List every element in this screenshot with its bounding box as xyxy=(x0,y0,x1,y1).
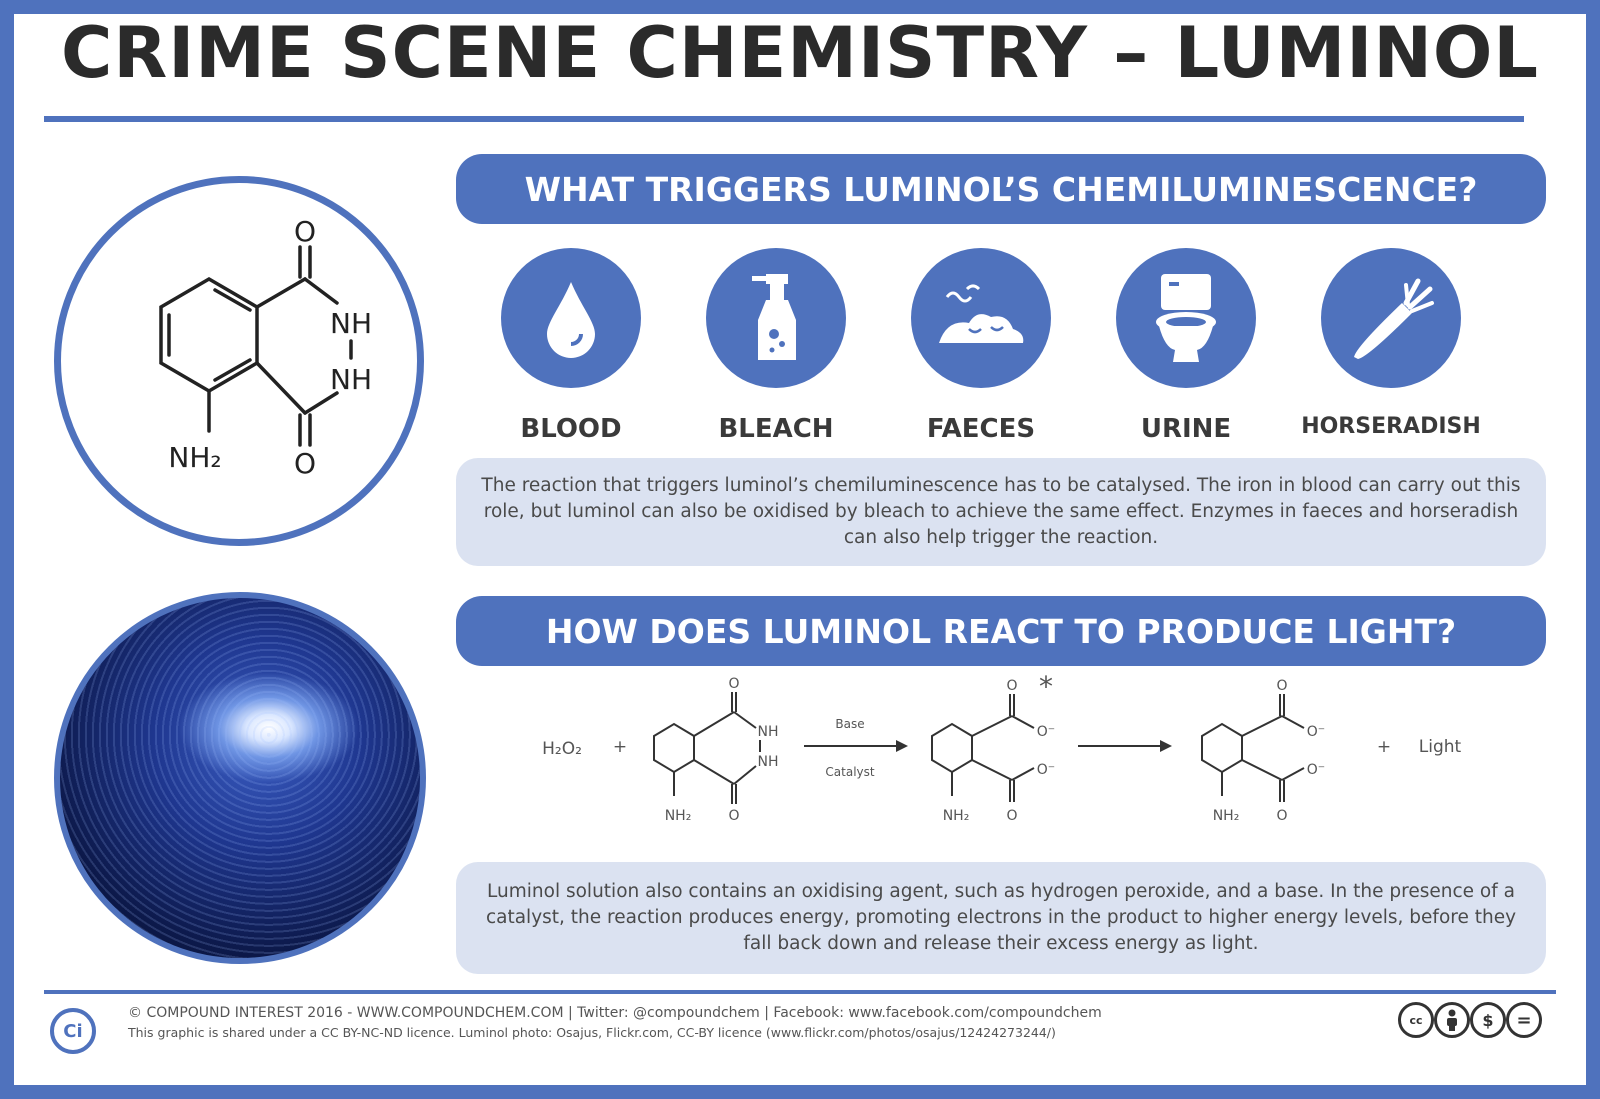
luminol-structure-circle: O NH NH NH₂ O xyxy=(54,176,424,546)
reaction-plus-1: + xyxy=(613,737,627,757)
structure-nh-1: NH xyxy=(330,307,372,340)
by-badge xyxy=(1434,1002,1470,1038)
trigger-label: BLOOD xyxy=(520,414,622,444)
toilet-icon xyxy=(1156,274,1216,362)
photo-sparkle-texture xyxy=(60,598,420,958)
bleach-disc xyxy=(706,248,846,388)
faeces-disc xyxy=(911,248,1051,388)
reaction-arrow-1-head xyxy=(896,740,908,752)
luminol-o-bottom: O xyxy=(728,808,739,824)
footer-divider xyxy=(44,990,1556,994)
structure-nh-2: NH xyxy=(330,363,372,396)
reaction-arrow-2-head xyxy=(1160,740,1172,752)
structure-o-bottom: O xyxy=(294,447,316,480)
page-title: CRIME SCENE CHEMISTRY – LUMINOL xyxy=(60,12,1540,94)
horseradish-disc xyxy=(1321,248,1461,388)
product-nh2: NH₂ xyxy=(1213,808,1240,824)
section-heading-triggers: WHAT TRIGGERS LUMINOL’S CHEMILUMINESCENC… xyxy=(456,154,1546,224)
luminol-o-top: O xyxy=(728,676,739,692)
reaction-h2o2: H₂O₂ xyxy=(542,739,582,759)
luminol-nh-top: NH xyxy=(758,724,779,740)
nd-badge: = xyxy=(1506,1002,1542,1038)
intermediate-o-minus-top: O⁻ xyxy=(1037,724,1055,740)
structure-o-top: O xyxy=(294,215,316,248)
section-heading-reaction: HOW DOES LUMINOL REACT TO PRODUCE LIGHT? xyxy=(456,596,1546,666)
intermediate-nh2: NH₂ xyxy=(943,808,970,824)
nc-badge: $ xyxy=(1470,1002,1506,1038)
trigger-label: URINE xyxy=(1140,414,1232,444)
intermediate-o-bottom: O xyxy=(1006,808,1017,824)
trigger-horseradish: HORSERADISH xyxy=(1286,248,1496,439)
trigger-faeces: FAECES xyxy=(876,248,1086,444)
blood-drop-icon xyxy=(547,282,595,358)
trigger-label: BLEACH xyxy=(718,414,834,444)
by-person-icon xyxy=(1447,1009,1457,1031)
intermediate-o-top: O xyxy=(1006,678,1017,694)
excited-state-star: * xyxy=(1039,670,1053,703)
trigger-blood: BLOOD xyxy=(466,248,676,444)
title-divider xyxy=(44,116,1524,122)
trigger-urine: URINE xyxy=(1081,248,1291,444)
luminol-nh2: NH₂ xyxy=(665,808,692,824)
urine-disc xyxy=(1116,248,1256,388)
trigger-label: FAECES xyxy=(926,414,1036,444)
faeces-icon xyxy=(939,284,1024,343)
product-o-bottom: O xyxy=(1276,808,1287,824)
arrow-label-base: Base xyxy=(835,717,864,731)
logo-text: Ci xyxy=(63,1020,83,1042)
structure-nh2: NH₂ xyxy=(168,441,221,474)
luminol-glow-photo xyxy=(54,592,426,964)
trigger-label: HORSERADISH xyxy=(1301,414,1481,439)
product-o-minus-top: O⁻ xyxy=(1307,724,1325,740)
reaction-scheme-diagram: H₂O₂ + O NH NH NH₂ O Base Catalyst O O⁻ … xyxy=(542,670,1462,824)
footer-credits: © COMPOUND INTEREST 2016 - WWW.COMPOUNDC… xyxy=(128,1004,1102,1042)
reaction-plus-2: + xyxy=(1377,737,1391,757)
reaction-description: Luminol solution also contains an oxidis… xyxy=(456,862,1546,974)
footer-line-2: This graphic is shared under a CC BY-NC-… xyxy=(128,1025,1056,1040)
trigger-bleach: BLEACH xyxy=(671,248,881,444)
arrow-label-catalyst: Catalyst xyxy=(825,765,874,779)
product-o-top: O xyxy=(1276,678,1287,694)
footer-line-1: © COMPOUND INTEREST 2016 - WWW.COMPOUNDC… xyxy=(128,1005,1102,1021)
intermediate-o-minus-bottom: O⁻ xyxy=(1037,762,1055,778)
luminol-structure-diagram: O NH NH NH₂ O xyxy=(159,215,372,480)
product-o-minus-bottom: O⁻ xyxy=(1307,762,1325,778)
horseradish-icon xyxy=(1354,278,1434,359)
compound-interest-logo: Ci xyxy=(50,1008,96,1054)
spray-bottle-icon xyxy=(752,274,796,360)
luminol-nh-bottom: NH xyxy=(758,754,779,770)
triggers-description: The reaction that triggers luminol’s che… xyxy=(456,458,1546,566)
reaction-light: Light xyxy=(1419,737,1462,757)
blood-disc xyxy=(501,248,641,388)
cc-badge: cc xyxy=(1398,1002,1434,1038)
